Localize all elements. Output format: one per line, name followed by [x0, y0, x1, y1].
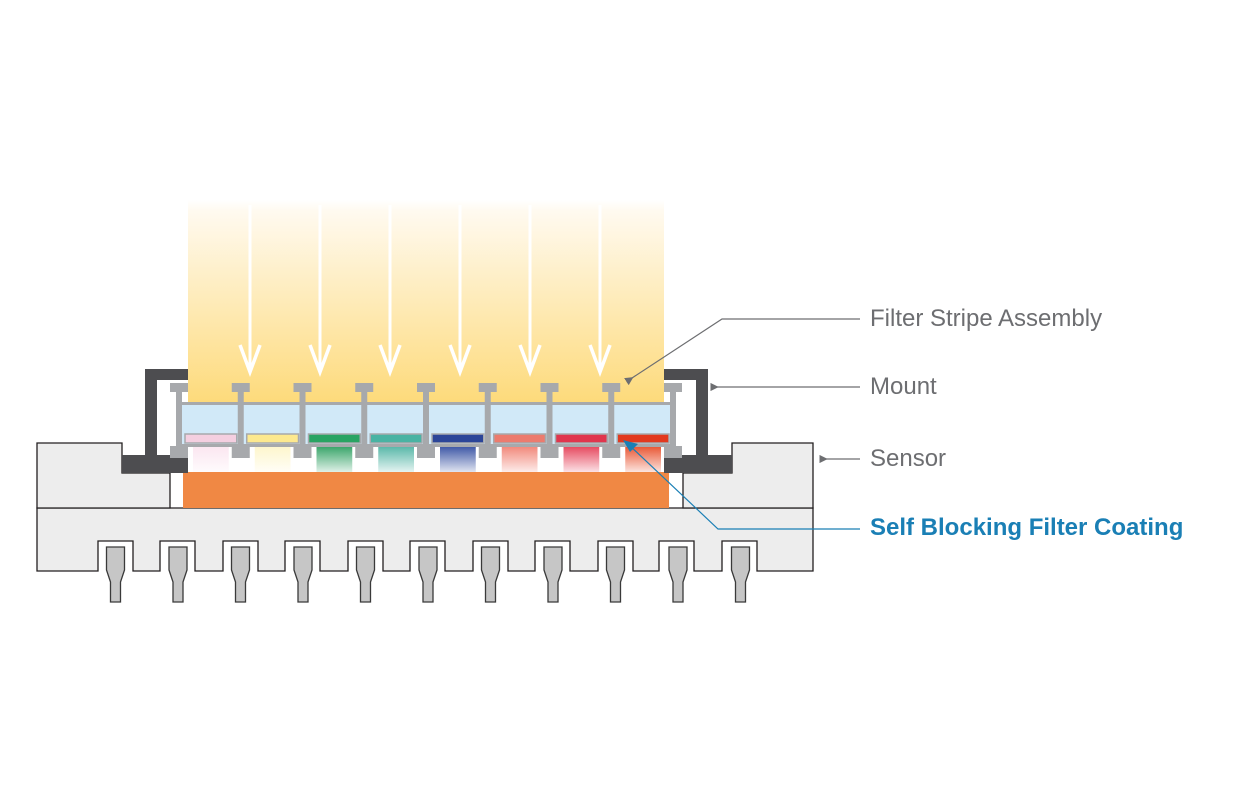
sensor-pin — [355, 546, 376, 603]
filter-stripe-blue — [440, 444, 476, 472]
light-arrow-icon — [518, 205, 542, 378]
sensor-pin — [230, 546, 251, 603]
sensor — [36, 442, 814, 603]
light-arrow-icon — [238, 205, 262, 378]
filter-stripe-pink — [193, 444, 229, 472]
filter-stripe-salmon — [501, 444, 538, 472]
mount-left — [122, 369, 188, 473]
filter-stripe-green — [316, 444, 353, 472]
frame-post — [417, 383, 435, 458]
light-arrow-icon — [308, 205, 332, 378]
sensor-pin — [293, 546, 313, 603]
callout-coating-line — [627, 443, 860, 530]
coating-teal — [369, 433, 423, 444]
callout-coating-arrowhead — [623, 440, 638, 452]
frame-post — [540, 383, 559, 458]
filter-stripe-teal — [378, 444, 414, 472]
coating-green — [307, 433, 361, 444]
sensor-pin — [418, 546, 438, 603]
coating-salmon — [493, 433, 547, 444]
light-arrow-icon — [378, 205, 402, 378]
frame-post — [355, 383, 374, 458]
frame-post — [602, 383, 621, 458]
filter-stripe-yellow — [254, 444, 291, 472]
sensor-pin — [605, 546, 626, 603]
coating-pink — [184, 433, 238, 444]
sensor-pin — [543, 546, 563, 603]
light-beam — [188, 200, 664, 410]
sensor-die — [183, 472, 669, 508]
callout-filter-stripe-line — [624, 318, 860, 386]
sensor-pin — [668, 546, 688, 603]
frame-post — [664, 383, 682, 458]
light-arrows — [238, 205, 612, 378]
label-sensor: Sensor — [870, 445, 947, 472]
filter-stripe-crimson — [563, 444, 600, 472]
frame-post — [231, 383, 250, 458]
label-self-blocking-filter-coating: Self Blocking Filter Coating — [870, 514, 1184, 541]
sensor-pins — [105, 546, 751, 603]
coating-red — [616, 433, 670, 444]
frame-post — [478, 383, 497, 458]
filter-stripe-assembly — [170, 383, 682, 472]
label-mount: Mount — [870, 373, 937, 400]
frame-post — [293, 383, 312, 458]
light-arrow-icon — [448, 205, 472, 378]
sensor-body — [36, 507, 814, 572]
sensor-pin — [168, 546, 188, 603]
coating-yellow — [246, 433, 300, 444]
sensor-pin — [105, 546, 126, 603]
coating-blue — [431, 433, 485, 444]
sensor-pin — [480, 546, 501, 603]
light-arrow-icon — [588, 205, 612, 378]
label-filter-stripe-assembly: Filter Stripe Assembly — [870, 305, 1103, 332]
frame-post — [170, 383, 188, 458]
coating-crimson — [554, 433, 608, 444]
mount-right — [664, 369, 732, 473]
sensor-pin — [730, 546, 751, 603]
